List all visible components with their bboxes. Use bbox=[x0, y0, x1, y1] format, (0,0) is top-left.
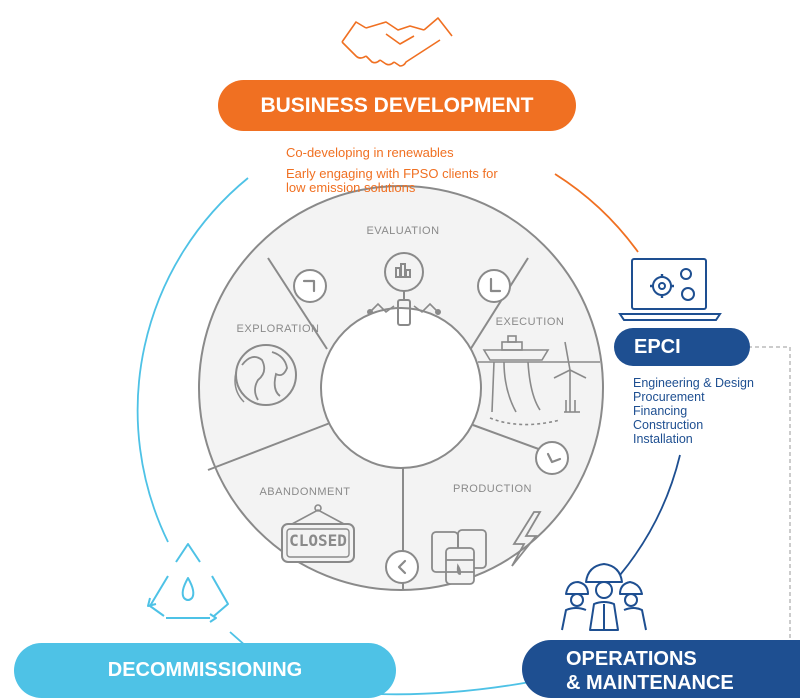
oil-barrels-lightning-icon bbox=[431, 511, 542, 585]
chevron-icon bbox=[397, 559, 407, 575]
epci-item: Construction bbox=[633, 418, 704, 432]
operations-title-line1: OPERATIONS bbox=[566, 648, 697, 670]
wheel-center bbox=[320, 307, 482, 469]
bd-to-epci-arc bbox=[554, 173, 639, 253]
recycle-icon bbox=[147, 543, 229, 623]
handshake-icon bbox=[341, 17, 453, 67]
epci-item: Procurement bbox=[633, 390, 705, 404]
business-development-text-3: low emission solutions bbox=[286, 180, 416, 195]
operations-maintenance-pill: OPERATIONS & MAINTENANCE bbox=[522, 640, 800, 698]
arrow-circle bbox=[293, 269, 327, 303]
chevron-icon bbox=[302, 279, 316, 293]
epci-title: EPCI bbox=[634, 335, 681, 358]
epci-to-operations-arc bbox=[619, 454, 681, 576]
ship-wind-turbine-icon bbox=[478, 335, 600, 426]
decommissioning-pill: DECOMMISSIONING bbox=[14, 643, 396, 698]
segment-label-abandonment: ABANDONMENT bbox=[259, 486, 351, 498]
business-development-title: BUSINESS DEVELOPMENT bbox=[260, 93, 534, 117]
chevron-icon bbox=[489, 277, 502, 293]
magnifier-chart-icon bbox=[367, 252, 441, 326]
closed-sign-icon bbox=[281, 504, 355, 563]
closed-sign-text: CLOSED bbox=[289, 531, 347, 550]
decommissioning-to-bd-arc bbox=[136, 177, 249, 543]
workers-icon bbox=[561, 563, 647, 631]
decommissioning-title: DECOMMISSIONING bbox=[107, 659, 303, 681]
epci-pill: EPCI bbox=[614, 328, 750, 366]
business-development-pill: BUSINESS DEVELOPMENT bbox=[218, 80, 576, 131]
segment-label-production: PRODUCTION bbox=[453, 483, 532, 495]
arrow-circle bbox=[477, 269, 511, 303]
divider bbox=[469, 257, 529, 351]
divider bbox=[267, 257, 328, 350]
epci-item: Installation bbox=[633, 432, 693, 446]
chevron-icon bbox=[546, 452, 562, 464]
globe-icon bbox=[234, 344, 297, 406]
segment-label-execution: EXECUTION bbox=[495, 316, 565, 328]
segment-label-evaluation: EVALUATION bbox=[366, 225, 440, 237]
epci-item: Financing bbox=[633, 404, 688, 418]
laptop-gears-icon bbox=[618, 258, 722, 321]
lifecycle-wheel bbox=[198, 185, 604, 591]
operations-title-line2: & MAINTENANCE bbox=[566, 672, 734, 694]
arrow-circle bbox=[385, 550, 419, 584]
divider bbox=[207, 422, 331, 471]
business-development-text-2: Early engaging with FPSO clients for bbox=[286, 166, 498, 181]
segment-label-exploration: EXPLORATION bbox=[236, 323, 320, 335]
arrow-circle bbox=[535, 441, 569, 475]
epci-item: Engineering & Design bbox=[633, 376, 754, 390]
business-development-text-1: Co-developing in renewables bbox=[286, 145, 454, 160]
